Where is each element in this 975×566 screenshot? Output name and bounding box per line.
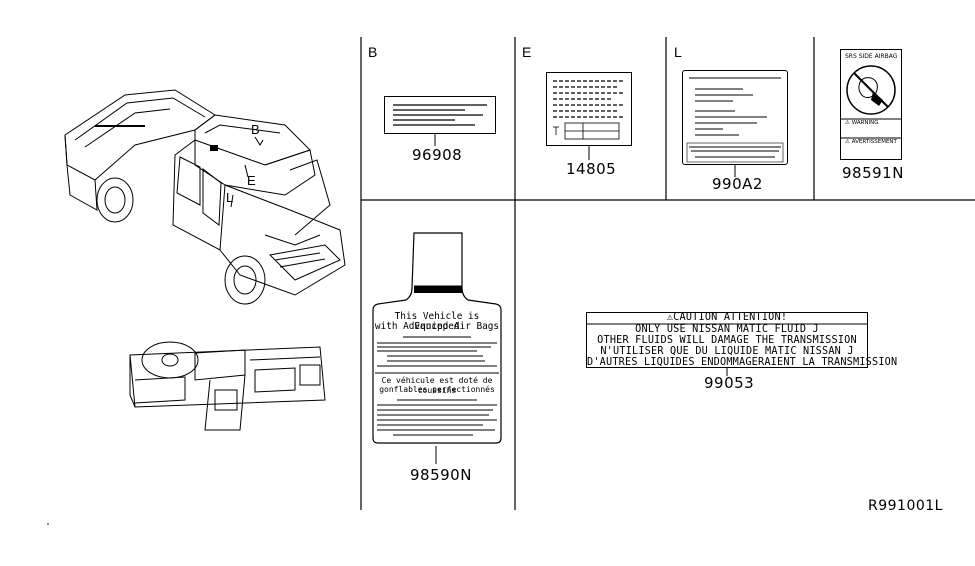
atf-line-4: N'UTILISER QUE DU LIQUIDE MATIC NISSAN J [600, 346, 854, 357]
airbag-warning-icon [846, 65, 896, 115]
airbag-en-fine-print [377, 336, 497, 367]
part-number-99053: 99053 [704, 374, 755, 392]
part-number-98591n: 98591N [842, 164, 904, 182]
leader-line [588, 146, 590, 160]
pickup-truck-illustration [64, 89, 346, 305]
label-96908 [384, 96, 496, 134]
dashboard-illustration [129, 341, 326, 431]
section-letter-l: L [674, 44, 682, 60]
atf-line-5: D'AUTRES LIQUIDES ENDOMMAGERAIENT LA TRA… [587, 357, 898, 368]
callout-b: B [251, 122, 260, 137]
airbag-title-en-1: This Vehicle is Equipped [394, 311, 480, 332]
callout-l: L [226, 190, 234, 205]
leader-line [734, 165, 736, 177]
divider [375, 372, 499, 374]
airbag-label-body: This Vehicle is Equipped with Advanced A… [373, 308, 501, 442]
divider [587, 323, 867, 325]
airbag-title-en-2: with Advanced Air Bags [374, 321, 500, 332]
airbag-title-fr-2: gonflables perfectionnés [379, 385, 495, 394]
atf-line-3: OTHER FLUIDS WILL DAMAGE THE TRANSMISSIO… [597, 335, 857, 346]
label-98591n: SRS SIDE AIRBAG ⚠ WARNING ⚠ AVERTISSEMEN… [840, 49, 902, 160]
part-number-98590n: 98590N [410, 466, 472, 484]
leader-line [434, 134, 436, 146]
label-99053: ⚠CAUTION ATTENTION! ONLY USE NISSAN MATI… [586, 312, 898, 368]
warning-heading: ⚠ WARNING [845, 120, 879, 126]
tire-label-graphic [686, 77, 784, 163]
airbag-fr-fine-print [377, 399, 497, 436]
avertissement-text: AVERTISSEMENT [851, 139, 897, 145]
avertissement-heading: ⚠ AVERTISSEMENT [845, 139, 897, 145]
warning-text: WARNING [851, 120, 879, 126]
srs-title: SRS SIDE AIRBAG [845, 53, 898, 60]
atf-caution-heading: ⚠CAUTION ATTENTION! [666, 312, 788, 323]
part-number-96908: 96908 [412, 146, 463, 164]
label-990a2 [682, 70, 788, 165]
emission-label-graphic [553, 80, 625, 140]
section-letter-e: E [522, 44, 532, 60]
divider [841, 118, 901, 120]
leader-line [726, 368, 728, 376]
airbag-hang-tag [372, 232, 502, 444]
callout-e: E [247, 173, 256, 188]
divider [841, 137, 901, 139]
diagram-code: R991001L [868, 498, 943, 514]
part-number-14805: 14805 [566, 160, 617, 178]
label-14805 [546, 72, 632, 146]
leader-line [435, 446, 437, 464]
section-letter-b: B [368, 44, 378, 60]
airbag-title-fr-1: Ce véhicule est doté de coussins [381, 376, 493, 395]
part-number-990a2: 990A2 [712, 175, 763, 193]
atf-line-2: ONLY USE NISSAN MATIC FLUID J [635, 324, 819, 335]
label-text-lines [393, 104, 487, 126]
